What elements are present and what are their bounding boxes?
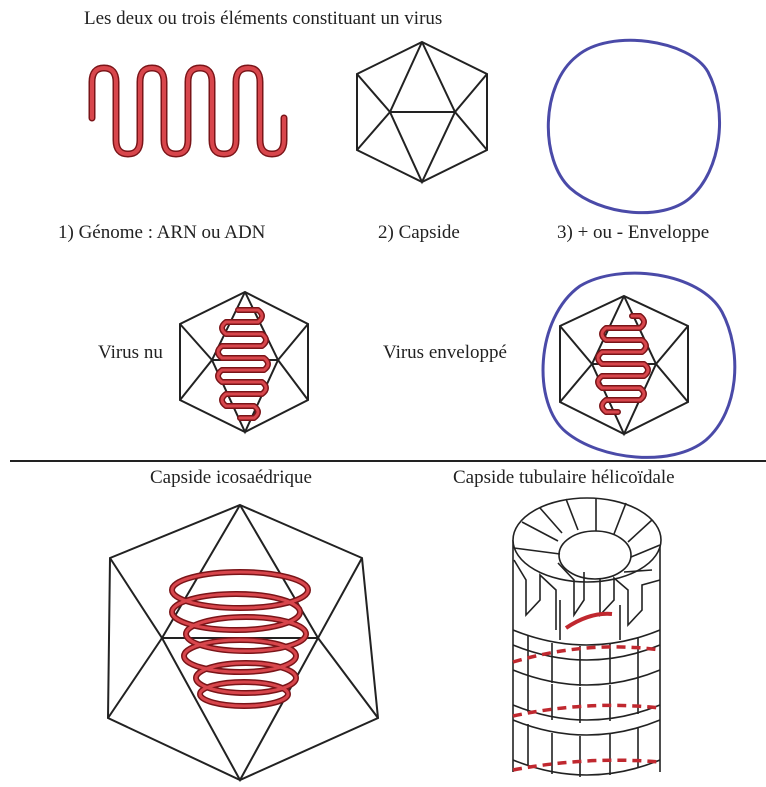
icosahedral-capsid — [108, 505, 378, 780]
naked-virus — [180, 292, 308, 432]
genome-strand — [92, 68, 284, 154]
enveloped-virus — [543, 273, 735, 457]
capsid-shape — [357, 42, 487, 182]
envelope-shape — [548, 40, 719, 212]
helical-capsid — [513, 498, 661, 777]
